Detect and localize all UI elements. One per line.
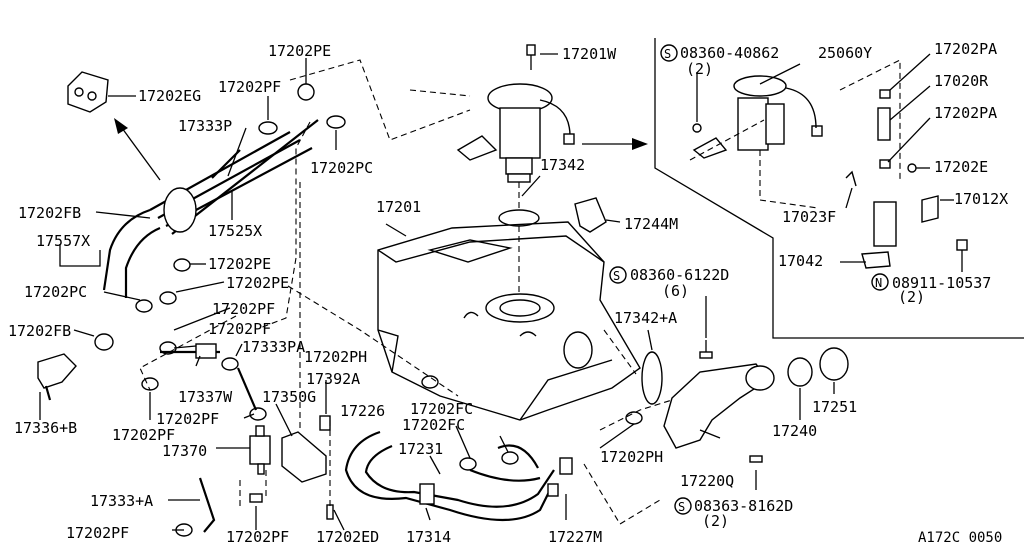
label-17557X: 17557X [36,232,90,250]
label-17525X: 17525X [208,222,262,240]
leader-lines [139,59,901,525]
label-17202PA-b: 17202PA [934,104,997,122]
label-17202PF-b: 17202PF [208,320,271,338]
label-17202PF-d: 17202PF [112,426,175,444]
label-17202PE-low: 17202PE [226,274,289,292]
label-17202PF-top: 17202PF [218,78,281,96]
label-17042: 17042 [778,252,823,270]
label-17251: 17251 [812,398,857,416]
screw-symbol-icon [609,266,627,284]
gasket-17342 [498,209,540,227]
label-17202FB-low: 17202FB [8,322,71,340]
label-17220Q: 17220Q [680,472,734,490]
label-17370: 17370 [162,442,207,460]
label-08911-10537-qty: (2) [898,288,925,306]
label-17202PF-c: 17202PF [156,410,219,428]
fuel-pump-module [456,44,575,183]
filler-neck [641,340,849,463]
label-17202PF-e: 17202PF [66,524,129,542]
label-17337W: 17337W [178,388,233,406]
arrow-up-left-icon [114,118,128,134]
protector-17244M [574,197,607,233]
label-17227M: 17227M [548,528,602,546]
label-17202PF-a: 17202PF [212,300,275,318]
label-17333PA: 17333PA [242,338,305,356]
label-17023F: 17023F [782,208,836,226]
label-08360-6122D-qty: (6) [662,282,689,300]
label-17336B: 17336+B [14,419,77,437]
label-08363-8162D-qty: (2) [702,512,729,530]
label-17314: 17314 [406,528,451,546]
label-17202PH-b: 17202PH [600,448,663,466]
label-08911-10537: 08911-10537 [892,274,991,292]
label-17201: 17201 [376,198,421,216]
label-17342A: 17342+A [614,309,677,327]
label-17202PC-mid: 17202PC [310,159,373,177]
arrow-right-icon [632,138,648,150]
label-17202PE-mid: 17202PE [208,255,271,273]
label-17012X: 17012X [954,190,1008,208]
part-labels: 17202EG 17202PE 17202PF 17333P 17202PC 1… [8,40,1008,546]
pump-detail-inset [582,38,1024,339]
label-17244M: 17244M [624,215,678,233]
label-17202ED: 17202ED [316,528,379,546]
label-17202EG: 17202EG [138,87,201,105]
label-17202PE-top: 17202PE [268,42,331,60]
label-17202E: 17202E [934,158,988,176]
screw-symbol-icon [674,497,692,515]
label-17201W: 17201W [562,45,617,63]
label-17333A: 17333+A [90,492,153,510]
label-08360-40862: 08360-40862 [680,44,779,62]
protector-17202EG [67,71,109,113]
label-17240: 17240 [772,422,817,440]
label-25060Y: 25060Y [818,44,872,62]
screw-symbol-text: S [613,269,620,283]
label-17202FC-a: 17202FC [410,400,473,418]
label-08360-40862-qty: (2) [686,60,713,78]
left-hose-assembly [37,71,334,533]
inset-parts [692,75,968,269]
label-08360-6122D: 08360-6122D [630,266,729,284]
label-17202PF-f: 17202PF [226,528,289,546]
nut-symbol-icon [871,273,889,291]
label-17202PH-a: 17202PH [304,348,367,366]
label-17020R: 17020R [934,72,989,90]
label-17392A: 17392A [306,370,360,388]
label-17231: 17231 [398,440,443,458]
diagram-code: A172C 0050 [918,530,1002,546]
screw-symbol-text: S [664,47,671,61]
label-17202FC-b: 17202FC [402,416,465,434]
label-17342: 17342 [540,156,585,174]
label-17333P: 17333P [178,117,232,135]
label-17226: 17226 [340,402,385,420]
label-17202PC-left: 17202PC [24,283,87,301]
label-08363-8162D: 08363-8162D [694,497,793,515]
label-leaders [39,53,963,531]
fuel-tank [377,221,641,421]
label-17350G: 17350G [262,388,316,406]
nut-symbol-text: N [875,276,882,290]
screw-symbol-icon [660,44,678,62]
filler-hoses [344,430,573,522]
label-17202PA-a: 17202PA [934,40,997,58]
screw-symbol-text: S [678,500,685,514]
label-17202FB-top: 17202FB [18,204,81,222]
